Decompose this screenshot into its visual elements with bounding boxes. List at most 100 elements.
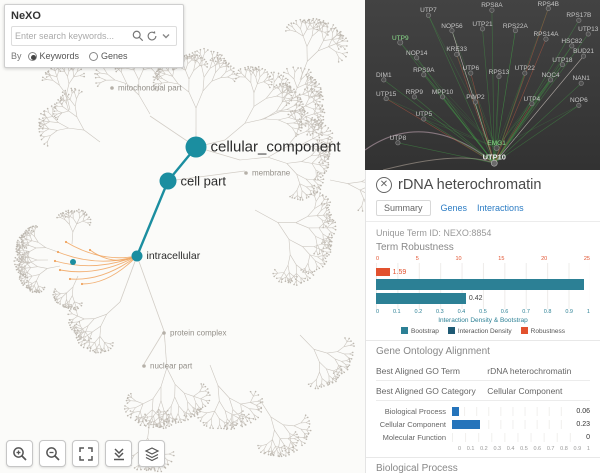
network-node[interactable] [493,144,500,151]
network-node[interactable] [425,12,431,18]
tab-interactions[interactable]: Interactions [477,203,524,213]
network-node-label[interactable]: NOP6 [569,97,588,105]
network-node[interactable] [381,77,387,83]
ontology-tree-canvas[interactable] [0,0,365,473]
network-node-label[interactable]: UTP6 [462,65,480,73]
network-node[interactable] [489,7,495,13]
search-box [11,26,177,46]
network-node-label[interactable]: KRE33 [446,46,467,54]
network-node-label[interactable]: UTP10 [482,152,506,162]
network-node[interactable] [512,28,518,34]
bar-value: 0 [586,434,590,441]
network-node[interactable] [449,28,455,34]
network-node[interactable] [472,99,478,105]
network-node[interactable] [480,26,486,32]
network-node[interactable] [395,140,401,146]
tab-summary[interactable]: Summary [376,200,431,216]
radio-genes[interactable] [89,51,99,61]
network-node[interactable] [576,17,582,23]
reset-icon[interactable] [145,29,159,43]
search-icon[interactable] [131,29,145,43]
network-node[interactable] [578,80,584,86]
network-node-label[interactable]: RRP9 [405,88,424,96]
bar [376,268,390,276]
collapse-branches-button[interactable] [105,440,132,467]
network-node-label[interactable]: RPS13 [488,68,510,76]
network-node[interactable] [576,102,582,108]
network-node-label[interactable]: UTP15 [376,90,397,98]
network-node[interactable] [543,36,549,42]
network-node[interactable] [529,101,535,107]
zoom-fit-button[interactable] [72,440,99,467]
network-node[interactable] [548,77,554,83]
network-node-label[interactable]: UTP22 [514,65,535,73]
network-node[interactable] [522,70,528,76]
network-node-label[interactable]: EMG1 [487,139,506,147]
network-node-label[interactable]: BUD21 [573,48,595,56]
network-node[interactable] [383,96,389,102]
network-node-label[interactable]: RPS14A [533,31,559,39]
radio-genes-label[interactable]: Genes [101,51,128,61]
network-node-label[interactable]: UTP7 [420,7,437,15]
tab-genes[interactable]: Genes [440,203,468,213]
network-node-label[interactable]: NOP14 [406,49,428,57]
network-node[interactable] [581,53,587,59]
axis-tick: 0.7 [522,309,530,315]
network-node-label[interactable]: UTP5 [415,110,433,118]
network-node-label[interactable]: UTP9 [391,34,409,42]
network-node-label[interactable]: RPS9A [413,66,435,74]
network-node[interactable] [440,94,446,100]
network-node-label[interactable]: UTP13 [578,25,599,33]
network-node-label[interactable]: NAN1 [572,75,590,83]
network-node[interactable] [421,116,427,122]
network-node-label[interactable]: RPS17B [566,12,592,20]
network-node-label[interactable]: UTP18 [552,56,573,64]
network-node-label[interactable]: PWP2 [466,93,485,101]
tree-node-label[interactable]: cell part [180,173,227,189]
radio-keywords[interactable] [27,51,37,61]
tree-node-label[interactable]: cellular_component [210,138,341,156]
network-node[interactable] [411,94,417,100]
interaction-network-panel[interactable]: UTP7 RPS8A RPS4B RPS17B NOP56 UTP21 RPS22A RPS1… [365,0,600,170]
network-node[interactable] [569,43,575,49]
bar-row [376,279,590,290]
network-node[interactable] [421,72,427,78]
network-node[interactable] [468,70,474,76]
network-node-label[interactable]: RPS8A [481,2,503,10]
radio-keywords-label[interactable]: Keywords [39,51,80,61]
network-node-label[interactable]: UTP4 [523,95,541,103]
layers-button[interactable] [138,440,165,467]
network-node-label[interactable]: RPS4B [537,0,559,8]
network-node[interactable] [454,51,460,57]
network-node-label[interactable]: NOC4 [541,71,560,79]
close-icon[interactable]: ✕ [376,177,392,193]
axis-tick: 0.6 [533,446,542,452]
network-node-label[interactable]: UTP21 [472,20,493,28]
network-node[interactable] [490,159,498,167]
go-term-label: Best Aligned GO Term [376,366,460,376]
tree-node[interactable] [185,136,207,158]
zoom-in-button[interactable] [6,440,33,467]
network-node[interactable] [585,31,591,37]
search-input[interactable] [15,31,131,41]
network-node[interactable] [397,39,404,46]
network-node[interactable] [414,55,420,61]
network-node[interactable] [559,62,565,68]
tree-node[interactable] [159,172,177,190]
network-node[interactable] [545,6,551,12]
zoom-out-button[interactable] [39,440,66,467]
tree-node[interactable] [131,250,143,262]
network-node-label[interactable]: MPP10 [431,88,454,96]
axis-tick: 1 [586,446,590,452]
network-node-label[interactable]: NOP56 [441,22,463,30]
chevron-down-icon[interactable] [159,29,173,43]
section-term-robustness: Term Robustness [376,242,454,253]
network-node[interactable] [496,74,502,80]
tree-node-label[interactable]: intracellular [146,250,201,262]
network-node-label[interactable]: HSC82 [561,37,583,45]
network-node-label[interactable]: DIM1 [376,71,392,79]
network-node-label[interactable]: RPS22A [502,22,528,30]
network-node-label[interactable]: UTP8 [389,134,407,142]
